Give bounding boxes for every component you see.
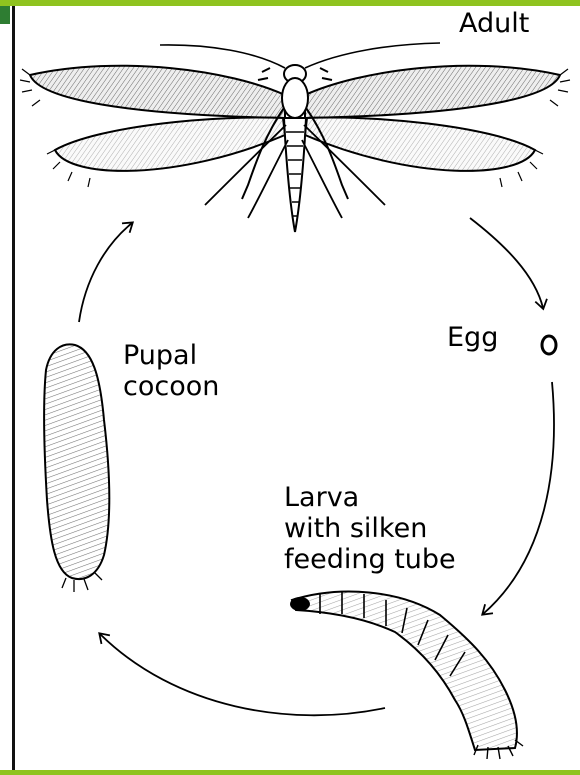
adult-label: Adult [459, 8, 529, 39]
larva-illustration [290, 592, 523, 759]
pupal-cocoon-illustration [44, 344, 109, 592]
stage-label-pupal-cocoon: Pupal cocoon [123, 340, 219, 402]
arrow-egg-to-larva [483, 382, 554, 614]
stage-label-adult: Adult [459, 8, 529, 39]
adult-moth-illustration [20, 43, 570, 232]
cycle-arrows [79, 218, 554, 715]
arrow-pupa-to-adult [79, 223, 132, 322]
larva-label-line-2: with silken [284, 513, 456, 544]
stage-label-egg: Egg [447, 322, 498, 353]
egg-label: Egg [447, 322, 498, 353]
larva-label-line-1: Larva [284, 482, 456, 513]
arrow-adult-to-egg [470, 218, 543, 308]
pupal-label-line-2: cocoon [123, 371, 219, 402]
stage-label-larva: Larva with silken feeding tube [284, 482, 456, 575]
larva-label-line-3: feeding tube [284, 544, 456, 575]
pupal-label-line-1: Pupal [123, 340, 219, 371]
arrow-larva-to-pupa [100, 634, 385, 715]
egg-illustration [542, 336, 556, 354]
